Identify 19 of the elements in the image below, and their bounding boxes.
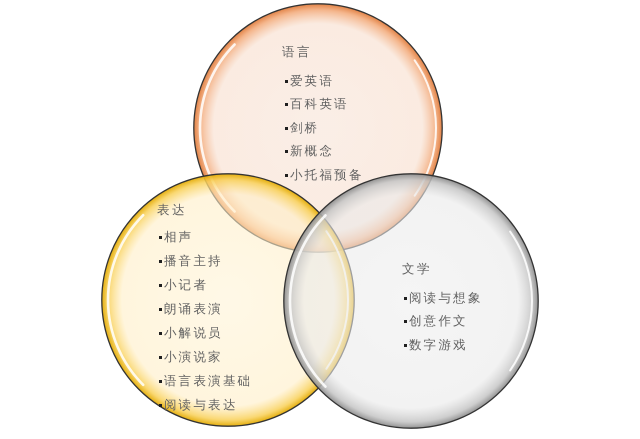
list-item: 爱英语 (290, 72, 334, 90)
list-item: 阅读与表达 (164, 396, 238, 414)
list-item: 小托福预备 (290, 166, 364, 184)
list-item: 新概念 (290, 143, 334, 160)
list-item: 语言表演基础 (164, 372, 252, 390)
list-item: 小记者 (164, 276, 208, 294)
circle-heading: 文学 (402, 260, 432, 278)
list-item: 数字游戏 (409, 336, 468, 354)
list-item: 小演说家 (164, 348, 223, 366)
list-item: 阅读与想象 (409, 290, 482, 306)
list-item: 百科英语 (290, 96, 349, 113)
list-item: 朗诵表演 (164, 300, 223, 318)
circle-heading: 表达 (157, 201, 187, 219)
list-item: 创意作文 (409, 313, 468, 330)
circle-heading: 语言 (282, 43, 312, 62)
list-item: 播音主持 (164, 252, 223, 270)
list-item: 相声 (164, 228, 194, 246)
list-item: 小解说员 (164, 324, 223, 342)
list-item: 剑桥 (290, 120, 320, 136)
